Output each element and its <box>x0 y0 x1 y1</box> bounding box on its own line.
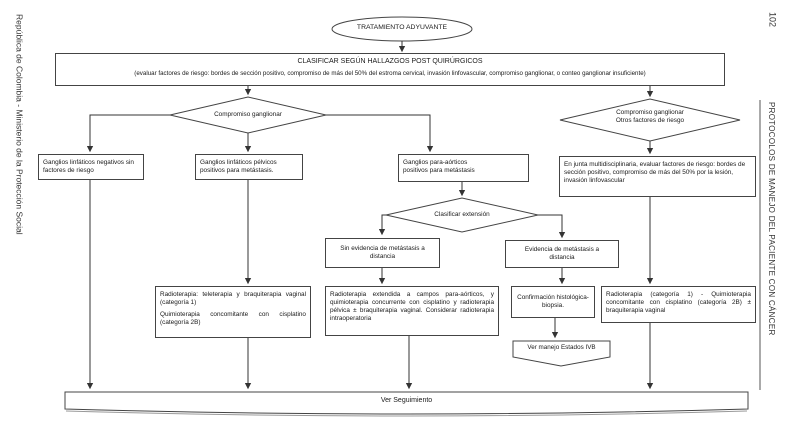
classify-title: CLASIFICAR SEGÚN HALLAZGOS POST QUIRÚRGI… <box>297 58 483 65</box>
right-margin-text: PROTOCOLOS DE MANEJO DEL PACIENTE CON CÁ… <box>767 102 776 336</box>
followup-banner-shape <box>64 391 749 415</box>
classify-box: CLASIFICAR SEGÚN HALLAZGOS POST QUIRÚRGI… <box>55 53 725 86</box>
connector-extension-to-mets <box>538 214 566 239</box>
rt-brachy-paragraph-1: Radioterapia: teleterapia y braquiterapi… <box>160 291 306 306</box>
multidisciplinary-board-box: En junta multidisciplinaria, evaluar fac… <box>559 156 756 197</box>
rt-brachy-paragraph-2: Quimioterapia concomitante con cisplatin… <box>160 311 306 326</box>
decision-right-diamond <box>559 98 741 142</box>
decision-extension-label: Clasificar extensión <box>434 211 490 218</box>
followup-banner-label: Ver Seguimiento <box>380 397 433 404</box>
negative-nodes-label: Ganglios linfáticos negativos sin factor… <box>43 159 134 174</box>
connector-extension-to-no-mets <box>378 214 386 236</box>
decision-right-label: Compromiso ganglionar Otros factores de … <box>572 109 728 126</box>
multidisciplinary-board-label: En junta multidisciplinaria, evaluar fac… <box>564 161 746 184</box>
histology-box: Confirmación histológica- biopsia. <box>511 286 595 318</box>
followup-banner-shadow <box>65 410 748 417</box>
rt-brachy-box: Radioterapia: teleterapia y braquiterapi… <box>155 286 311 338</box>
page-number: 102 <box>767 12 778 28</box>
paraaortic-nodes-label: Ganglios para-aórticos positivos para me… <box>403 159 475 174</box>
histology-label: Confirmación histológica- biopsia. <box>517 294 589 309</box>
distant-mets-label: Evidencia de metástasis a distancia <box>524 246 600 261</box>
decision-nodal-label: Compromiso ganglionar <box>214 111 282 118</box>
rt-extended-label: Radioterapia extendida a campos para-aór… <box>330 291 494 322</box>
classify-subtitle: (evaluar factores de riesgo: bordes de s… <box>134 69 646 77</box>
rt-chemo-label: Radioterapia (categoría 1) - Quimioterap… <box>606 291 751 314</box>
decision-right-line2: Otros factores de riesgo <box>615 117 685 125</box>
pelvic-nodes-label: Ganglios linfáticos pélvicos positivos p… <box>200 159 277 174</box>
ivb-offpage-connector-shape <box>512 340 611 367</box>
pelvic-nodes-box: Ganglios linfáticos pélvicos positivos p… <box>195 154 303 180</box>
no-distant-mets-label: Sin evidencia de metástasis a distancia <box>340 245 425 260</box>
decision-right-line1: Compromiso ganglionar <box>616 109 684 116</box>
left-margin-text: República de Colombia - Ministerio de la… <box>14 14 25 235</box>
distant-mets-box: Evidencia de metástasis a distancia <box>505 240 619 268</box>
no-distant-mets-box: Sin evidencia de metástasis a distancia <box>325 238 440 268</box>
rt-chemo-box: Radioterapia (categoría 1) - Quimioterap… <box>601 286 756 323</box>
negative-nodes-box: Ganglios linfáticos negativos sin factor… <box>38 154 144 180</box>
connector-diamond-to-paraaortic-nodes <box>326 114 434 153</box>
paraaortic-nodes-box: Ganglios para-aórticos positivos para me… <box>398 154 529 182</box>
rt-extended-box: Radioterapia extendida a campos para-aór… <box>325 286 499 336</box>
start-node-label: TRATAMIENTO ADYUVANTE <box>356 24 448 31</box>
connector-diamond-to-negative-nodes <box>86 114 170 153</box>
ivb-reference-label: Ver manejo Estados IVB <box>527 344 596 351</box>
